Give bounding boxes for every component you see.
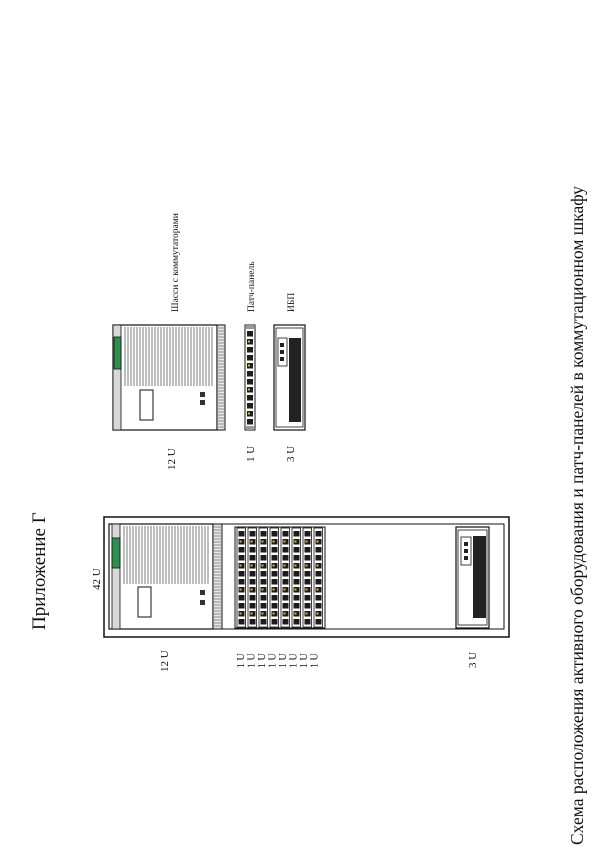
legend-ups-u: 3 U xyxy=(285,446,297,462)
legend-chassis-u: 12 U xyxy=(166,448,178,470)
legend-patch-u: 1 U xyxy=(245,446,257,462)
legend-ups-dark-panel xyxy=(289,338,301,422)
legend-patch-panel xyxy=(244,324,256,431)
rack-patch-panel xyxy=(313,527,323,628)
rack-patch-u-label: 1 U xyxy=(299,653,310,669)
rack-patch-panel xyxy=(269,527,279,628)
rack-patch-panel xyxy=(258,527,268,628)
rack-patch-panel xyxy=(236,527,246,628)
figure-caption: Схема расположения активного оборудовани… xyxy=(567,186,587,845)
rack-ups xyxy=(455,526,490,629)
rack-patch-panel xyxy=(280,527,290,628)
rack-patch-u-label: 1 U xyxy=(289,653,300,669)
legend-patch-label: Патч-панель xyxy=(247,261,257,312)
legend-chassis-label: Шасси с коммутаторами xyxy=(171,213,181,312)
chassis-display xyxy=(111,537,121,569)
rack-patch-u-label: 1 U xyxy=(236,653,247,669)
appendix-title: Приложение Г xyxy=(29,512,50,630)
rack-patch-panel xyxy=(247,527,257,628)
rack-patch-panels xyxy=(234,526,326,629)
rack-patch-u-label: 1 U xyxy=(268,653,279,669)
ups-dark-panel xyxy=(473,536,486,618)
legend-ups xyxy=(273,324,306,431)
legend-chassis-display xyxy=(113,336,122,370)
rack-patch-panel xyxy=(302,527,312,628)
rack-cabinet xyxy=(103,516,510,638)
rack-chassis-u-label: 12 U xyxy=(159,650,171,672)
rack-patch-u-label: 1 U xyxy=(247,653,258,669)
legend-chassis xyxy=(112,324,226,431)
rack-patch-u-label: 1 U xyxy=(257,653,268,669)
rack-height-label: 42 U xyxy=(91,568,103,590)
legend-ups-label: ИБП xyxy=(287,293,297,312)
rack-patch-u-label: 1 U xyxy=(278,653,289,669)
rack-patch-u-label: 1 U xyxy=(310,653,321,669)
rack-chassis xyxy=(108,523,223,630)
rack-patch-panel xyxy=(291,527,301,628)
rack-ups-u-label: 3 U xyxy=(467,652,479,668)
